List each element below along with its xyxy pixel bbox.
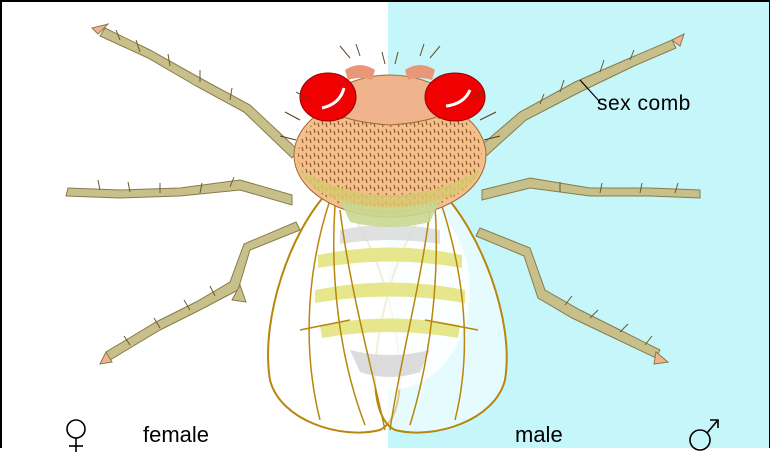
legs-right: [476, 34, 700, 364]
male-label: male: [515, 422, 563, 448]
female-symbol-icon: [58, 418, 98, 454]
legs-left: [66, 24, 300, 364]
male-symbol-icon: [684, 416, 724, 454]
sex-comb-label: sex comb: [597, 92, 691, 116]
female-label: female: [143, 422, 209, 448]
